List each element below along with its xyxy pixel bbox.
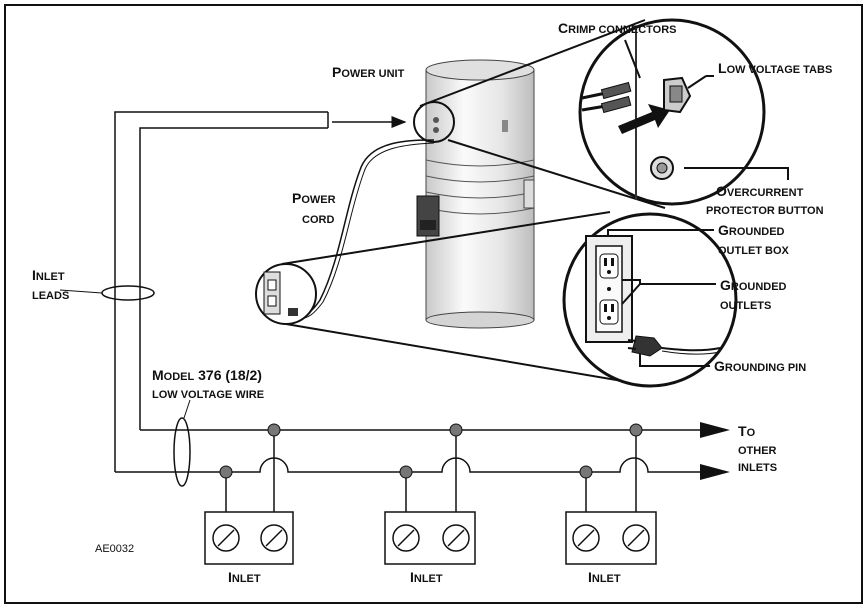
label-model: MODEL 376 (18/2) — [152, 367, 262, 383]
outlet-receptacle-top — [599, 253, 619, 279]
label-inlet-1: INLET — [228, 569, 261, 585]
junction-node — [579, 465, 593, 479]
insert-arrow — [618, 104, 670, 134]
junction-node — [399, 465, 413, 479]
label-inlet-2: INLET — [410, 569, 443, 585]
label-grounded-outlets: GROUNDED — [720, 277, 787, 293]
label-power-cord: POWER — [292, 190, 336, 206]
power-unit-detail-ring — [413, 101, 455, 143]
label-cord: CORD — [302, 214, 334, 226]
label-low-voltage-tabs: LOW VOLTAGE TABS — [718, 60, 832, 76]
bus-wires — [115, 399, 730, 487]
inlet-box-3 — [565, 511, 657, 565]
label-inlet-3: INLET — [588, 569, 621, 585]
power-unit-label-plate — [502, 120, 508, 132]
power-unit — [416, 59, 535, 329]
label-inlet-leads: INLET — [32, 267, 65, 283]
label-outlet-box: OUTLET BOX — [718, 245, 790, 257]
label-to: TO — [738, 423, 756, 439]
label-other: OTHER — [738, 445, 777, 457]
arrow-to-other-inlets — [700, 464, 730, 480]
inlet-box-1 — [204, 511, 294, 565]
label-crimp-connectors: CRIMP CONNECTORS — [558, 20, 677, 36]
label-grounded-box: GROUNDED — [718, 222, 785, 238]
inlet-connections — [219, 423, 643, 512]
crimp-detail-circle — [578, 18, 766, 206]
junction-node — [219, 465, 233, 479]
label-protector-button: PROTECTOR BUTTON — [706, 205, 824, 217]
outlet-detail-small — [255, 263, 317, 325]
junction-node — [629, 423, 643, 437]
crimp-connector — [600, 81, 632, 100]
outlet-receptacle-bottom — [599, 299, 619, 325]
outlet-detail-circle — [562, 212, 738, 388]
inlet-leads — [59, 111, 407, 472]
junction-node — [267, 423, 281, 437]
label-power-unit: POWER UNIT — [332, 64, 405, 80]
label-leads: LEADS — [32, 290, 69, 302]
arrow-to-other-inlets — [700, 422, 730, 438]
figure-code: AE0032 — [95, 543, 134, 555]
label-grounding-pin: GROUNDING PIN — [714, 358, 806, 374]
inlet-box-2 — [384, 511, 476, 565]
crimp-connector — [600, 95, 632, 114]
junction-node — [449, 423, 463, 437]
label-inlets: INLETS — [738, 462, 777, 474]
label-overcurrent: OVERCURRENT — [716, 183, 804, 199]
label-outlets: OUTLETS — [720, 300, 771, 312]
label-low-voltage-wire: LOW VOLTAGE WIRE — [152, 389, 264, 401]
